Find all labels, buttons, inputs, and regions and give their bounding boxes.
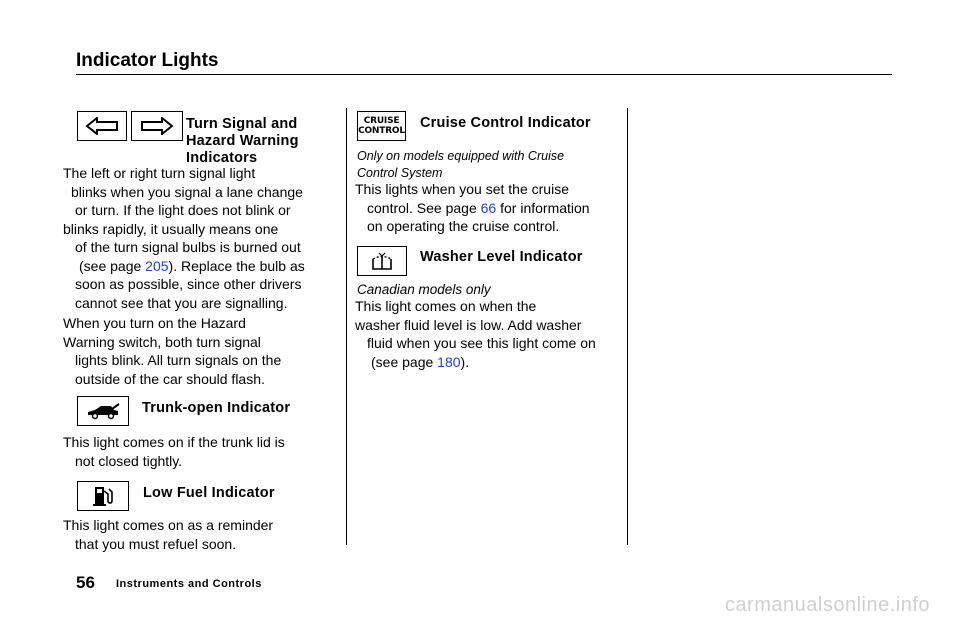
turn-signal-para1: The left or right turn signal light blin…: [63, 165, 305, 311]
washer-heading: Washer Level Indicator: [420, 249, 583, 265]
low-fuel-heading: Low Fuel Indicator: [143, 485, 275, 501]
turn-signal-heading: Turn Signal and Hazard Warning Indicator…: [186, 116, 299, 166]
fuel-pump-icon: [77, 481, 129, 511]
washer-fluid-icon: [357, 246, 407, 276]
trunk-heading: Trunk-open Indicator: [142, 400, 291, 416]
page-title: Indicator Lights: [76, 50, 219, 71]
page-66-link[interactable]: 66: [480, 199, 497, 216]
left-arrow-icon: [77, 111, 127, 141]
turn-signal-para2: When you turn on the Hazard Warning swit…: [63, 315, 282, 387]
page-number: 56: [76, 573, 95, 592]
page-180-link[interactable]: 180: [437, 353, 461, 370]
column-divider-left: [346, 108, 347, 545]
low-fuel-body: This light comes on as a reminder that y…: [63, 517, 274, 552]
page-205-link[interactable]: 205: [145, 257, 169, 274]
watermark: carmanualsonline.info: [724, 594, 930, 616]
cruise-heading: Cruise Control Indicator: [420, 115, 591, 131]
washer-body: This light comes on when the washer flui…: [355, 298, 596, 370]
footer-section-name: Instruments and Controls: [116, 578, 262, 590]
trunk-open-icon: [77, 396, 129, 426]
cruise-note: Only on models equipped with Cruise Cont…: [357, 149, 565, 180]
washer-note: Canadian models only: [357, 282, 491, 297]
column-divider-right: [627, 108, 628, 545]
trunk-body: This light comes on if the trunk lid is …: [63, 434, 285, 469]
right-arrow-icon: [131, 111, 183, 141]
cruise-body: This lights when you set the cruise cont…: [355, 181, 590, 234]
title-rule: [76, 74, 892, 75]
